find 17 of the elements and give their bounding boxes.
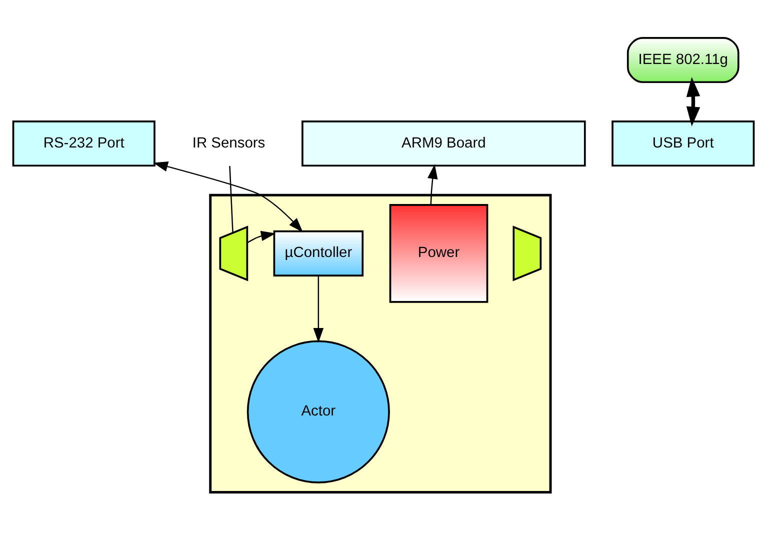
node-text: IR Sensors [192,134,266,151]
node-box: µContoller [273,230,364,276]
node-trapezoid [512,225,542,281]
node-box: IEEE 802.11g [626,36,740,83]
node-box: RS-232 Port [12,120,156,166]
arrow [428,164,438,204]
connector [229,165,234,232]
arrow [313,275,324,342]
node-box: USB Port [612,120,755,166]
arrow [246,230,276,243]
arrow [153,161,303,232]
node-circle: Actor [246,340,390,483]
node-trapezoid [219,225,248,281]
cluster [209,193,552,493]
node-box: ARM9 Board [302,120,586,166]
arrow [686,76,700,126]
node-box: Power [389,204,488,302]
